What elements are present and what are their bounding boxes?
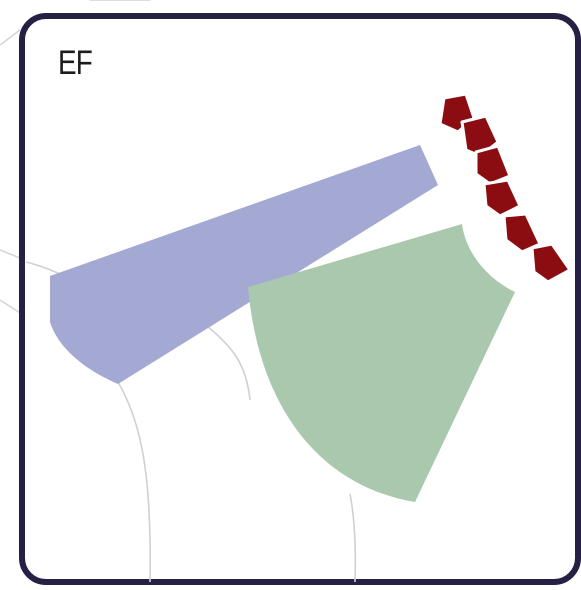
panel-label: EF [58, 46, 92, 80]
background-line [0, 30, 20, 45]
